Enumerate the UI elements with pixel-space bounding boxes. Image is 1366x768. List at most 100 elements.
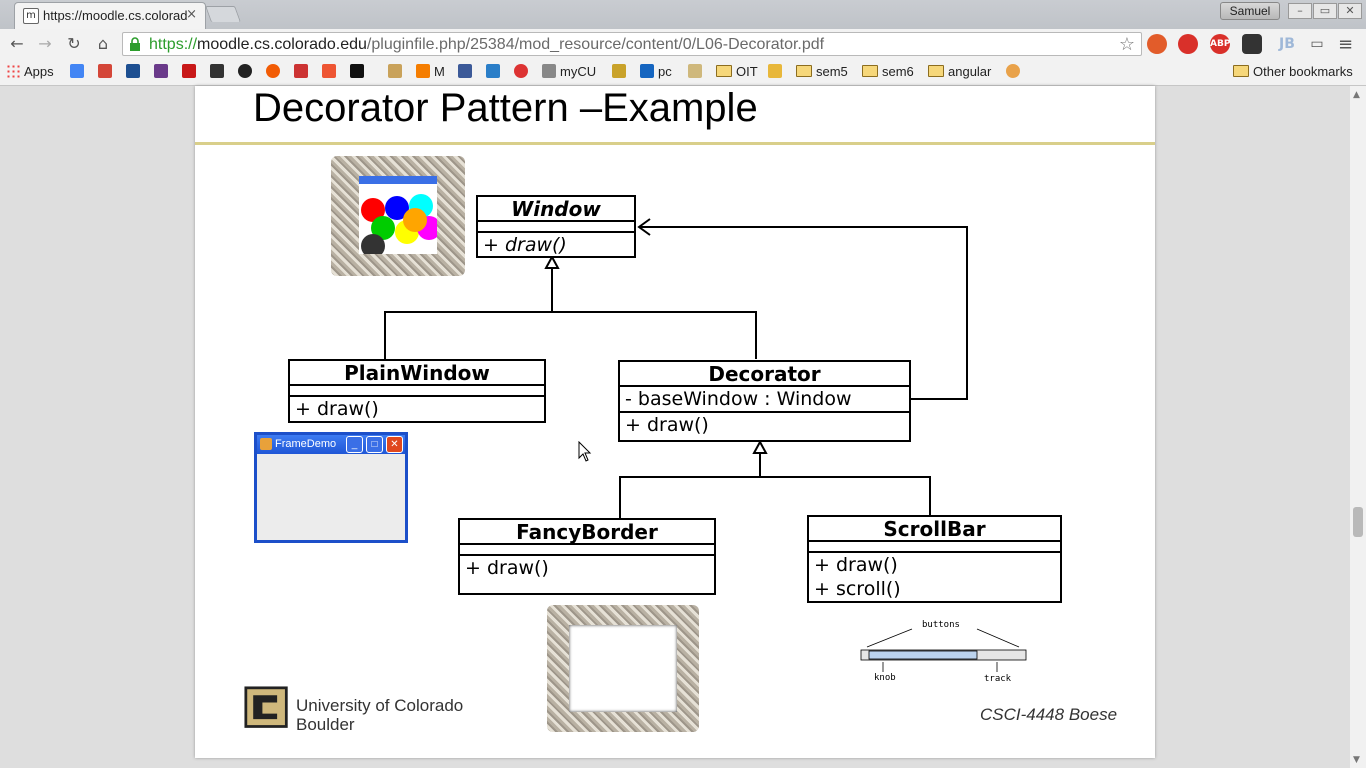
box-icon [768, 64, 782, 78]
adblock-plus-icon[interactable]: ABP [1210, 34, 1230, 54]
cu-logo-icon [244, 686, 288, 728]
bookmark-folder-other[interactable]: Other bookmarks [1233, 63, 1353, 81]
uml-method: + draw() [814, 554, 898, 576]
bookmark-pc-label: pc [658, 64, 672, 79]
maximize-icon: □ [366, 436, 383, 453]
bookmark-apps-label: Apps [24, 64, 54, 79]
scroll-up-icon[interactable]: ▲ [1353, 90, 1360, 100]
bookmark-ax[interactable] [238, 63, 256, 81]
uml-connectors [384, 218, 968, 519]
knob-label: knob [874, 673, 896, 683]
bookmark-folder-sem6[interactable]: sem6 [862, 63, 914, 81]
bookmark-folder-sem5[interactable]: sem5 [796, 63, 848, 81]
bookmark-face[interactable] [388, 63, 406, 81]
forward-button[interactable]: → [34, 33, 56, 55]
facebook-icon [458, 64, 472, 78]
university-name-line2: Boulder [296, 715, 355, 734]
bookmark-i[interactable] [350, 63, 368, 81]
uml-class-name: ScrollBar [809, 517, 1060, 542]
extension-icon[interactable] [1147, 34, 1167, 54]
bookmark-mycu[interactable]: myCU [542, 63, 596, 81]
devil-icon [182, 64, 196, 78]
bookmark-gmail[interactable] [98, 63, 116, 81]
bookmark-red[interactable] [294, 63, 312, 81]
bookmark-gear[interactable] [1006, 63, 1024, 81]
gear-icon [1006, 64, 1020, 78]
bat-icon [154, 64, 168, 78]
colored-circles-image [359, 176, 437, 254]
bookmark-s[interactable] [322, 63, 340, 81]
bookmark-apps[interactable]: Apps [6, 63, 54, 81]
ornate-frame-image [547, 605, 699, 732]
uml-class-name: Window [478, 197, 634, 222]
window-close-button[interactable]: ✕ [1338, 3, 1362, 19]
university-name: University of Colorado Boulder [296, 696, 463, 734]
bookmark-ars[interactable] [266, 63, 284, 81]
bookmark-books[interactable] [612, 63, 630, 81]
bookmark-sem5-label: sem5 [816, 64, 848, 79]
url-path: /pluginfile.php/25384/mod_resource/conte… [366, 36, 825, 53]
mycu-icon [542, 64, 556, 78]
bookmark-buffalo[interactable] [688, 63, 706, 81]
slide-title: Decorator Pattern –Example [253, 86, 758, 130]
bookmark-mycu-label: myCU [560, 64, 597, 79]
framedemo-title: FrameDemo [275, 438, 337, 450]
pdf-page: Decorator Pattern –Example Window + draw… [195, 86, 1155, 758]
uml-method: + scroll() [814, 578, 901, 600]
uml-class-plainwindow: PlainWindow + draw() [288, 359, 546, 423]
bookmark-pc[interactable]: pc [640, 63, 672, 81]
extension-mask-icon[interactable] [1242, 34, 1262, 54]
jetbrains-icon[interactable]: JB [1279, 36, 1295, 52]
profile-badge[interactable]: Samuel [1220, 2, 1280, 20]
bookmark-check[interactable] [210, 63, 228, 81]
bookmark-sem6-label: sem6 [882, 64, 914, 79]
extension-icon[interactable] [1178, 34, 1198, 54]
course-label: CSCI-4448 Boese [980, 705, 1118, 724]
tab-close-icon[interactable]: × [186, 7, 197, 22]
bookmark-facebook[interactable] [458, 63, 476, 81]
address-bar[interactable]: https://moodle.cs.colorado.edu/pluginfil… [122, 32, 1142, 56]
url-text: https://moodle.cs.colorado.edu/pluginfil… [149, 36, 824, 54]
uml-class-scrollbar: ScrollBar + draw() + scroll() [807, 515, 1062, 603]
menu-icon[interactable]: ≡ [1338, 34, 1354, 55]
folder-icon [716, 65, 732, 77]
folder-icon [1233, 65, 1249, 77]
bookmark-devil[interactable] [182, 63, 200, 81]
blogger-icon [416, 64, 430, 78]
vertical-scrollbar[interactable] [1350, 86, 1366, 768]
minimize-icon: _ [346, 436, 363, 453]
bookmark-folder-angular[interactable]: angular [928, 63, 991, 81]
bookmark-bat[interactable] [154, 63, 172, 81]
ars-icon [266, 64, 280, 78]
url-scheme: https:// [149, 36, 198, 53]
cast-icon[interactable]: ▭ [1310, 36, 1324, 52]
university-name-line1: University of Colorado [296, 696, 464, 715]
reload-button[interactable]: ↻ [63, 33, 85, 55]
moodle-favicon-icon: m [23, 8, 39, 24]
bookmarks-bar: Apps M myCU pc OIT sem5 sem6 angular Oth… [0, 59, 1366, 86]
track-label: track [984, 674, 1012, 684]
bookmark-box[interactable] [768, 63, 786, 81]
bookmark-google[interactable] [70, 63, 88, 81]
folder-icon [796, 65, 812, 77]
imdb-icon [350, 64, 364, 78]
home-icon: ⌂ [97, 34, 109, 53]
back-button[interactable]: ← [6, 33, 28, 55]
buttons-label: buttons [922, 620, 960, 630]
new-tab-button[interactable] [205, 6, 241, 22]
window-minimize-button[interactable]: – [1288, 3, 1312, 19]
bookmark-tomato[interactable] [514, 63, 532, 81]
bookmark-blogger[interactable]: M [416, 63, 445, 81]
window-maximize-button[interactable]: ▭ [1313, 3, 1337, 19]
home-button[interactable]: ⌂ [92, 33, 114, 55]
bookmark-folder-oit[interactable]: OIT [716, 63, 758, 81]
scroll-down-icon[interactable]: ▼ [1353, 755, 1360, 765]
tab-active[interactable]: m https://moodle.cs.colorado.edu/pluginf… [14, 2, 206, 29]
bookmark-arrow[interactable] [486, 63, 504, 81]
bookmark-star-icon[interactable]: ☆ [1118, 34, 1135, 55]
scrollbar-thumb[interactable] [1353, 507, 1363, 537]
buffalo-icon [688, 64, 702, 78]
bookmark-p[interactable] [126, 63, 144, 81]
forward-arrow-icon: → [38, 34, 52, 53]
reload-icon: ↻ [67, 34, 81, 53]
